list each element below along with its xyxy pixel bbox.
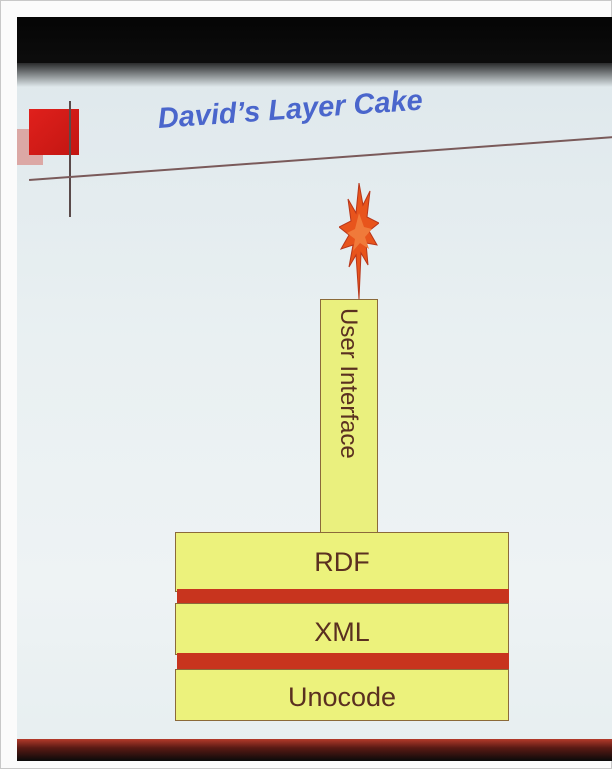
red-stripe-1 — [177, 589, 509, 605]
layer-label-xml: XML — [314, 617, 370, 647]
screen-bottom-edge — [17, 739, 612, 761]
candle-user-interface: User Interface — [320, 299, 378, 551]
red-stripe-2 — [177, 653, 509, 671]
top-shadow — [17, 17, 612, 87]
layer-label-rdf: RDF — [314, 547, 370, 577]
logo-square-icon — [29, 109, 79, 155]
slide-photo: David’s Layer Cake User Interface RDF XM… — [17, 17, 612, 761]
flame-icon — [339, 183, 379, 299]
layer-unocode: Unocode — [175, 669, 509, 721]
logo-vertical-line — [69, 101, 71, 217]
candle-label: User Interface — [335, 308, 362, 459]
layer-rdf: RDF — [175, 532, 509, 592]
layer-label-unocode: Unocode — [287, 682, 397, 712]
layer-xml: XML — [175, 603, 509, 655]
